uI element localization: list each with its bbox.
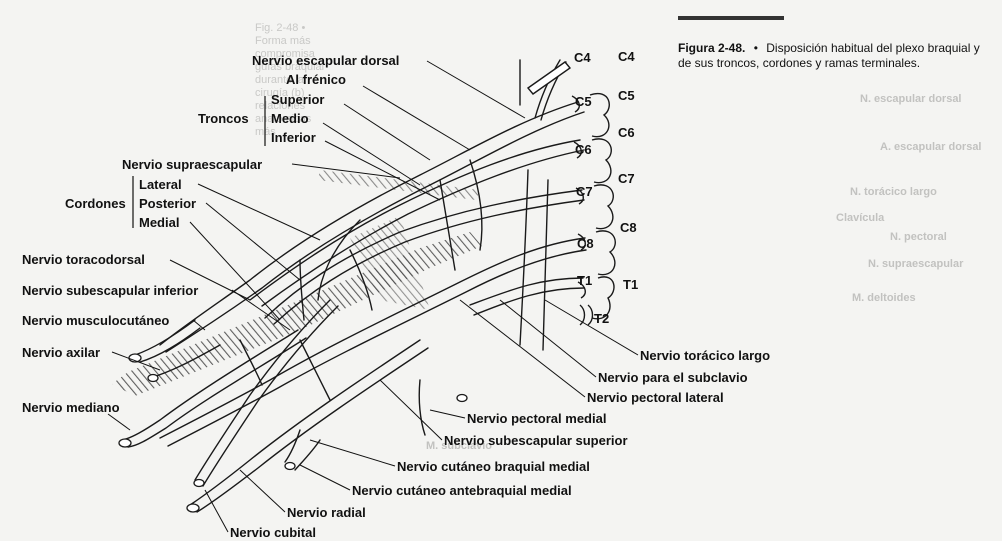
label-pectoral-lateral: Nervio pectoral lateral [587, 390, 724, 405]
label-toracico-largo: Nervio torácico largo [640, 348, 770, 363]
caption-bullet: • [754, 41, 758, 55]
label-cord-lateral: Lateral [139, 177, 182, 192]
label-frenico: Al frénico [286, 72, 346, 87]
caption-rule [678, 16, 784, 20]
root-label-c8: C8 [620, 220, 637, 235]
label-musculocutaneo: Nervio musculocutáneo [22, 313, 169, 328]
label-trunk-medio: Medio [271, 111, 309, 126]
label-subclavio: Nervio para el subclavio [598, 370, 748, 385]
label-cutaneo-braquial: Nervio cutáneo braquial medial [397, 459, 590, 474]
root-inner-label-c5: C5 [575, 94, 592, 109]
label-escapular-dorsal: Nervio escapular dorsal [252, 53, 399, 68]
label-cord-medial: Medial [139, 215, 179, 230]
root-label-c5: C5 [618, 88, 635, 103]
root-label-t1: T1 [623, 277, 638, 292]
figure-caption: Figura 2-48. • Disposición habitual del … [678, 41, 983, 71]
root-label-c6: C6 [618, 125, 635, 140]
label-cord-posterior: Posterior [139, 196, 196, 211]
label-cutaneo-antebraquial: Nervio cutáneo antebraquial medial [352, 483, 572, 498]
label-trunk-superior: Superior [271, 92, 324, 107]
label-cordones: Cordones [65, 196, 126, 211]
root-inner-label-c4: C4 [574, 50, 591, 65]
label-subescapular-superior: Nervio subescapular superior [444, 433, 628, 448]
label-radial: Nervio radial [287, 505, 366, 520]
label-supraescapular: Nervio supraescapular [122, 157, 262, 172]
c4-stub [528, 62, 570, 94]
label-toracodorsal: Nervio toracodorsal [22, 252, 145, 267]
label-axilar: Nervio axilar [22, 345, 100, 360]
root-inner-label-c7: C7 [576, 184, 593, 199]
root-label-c7: C7 [618, 171, 635, 186]
vertebral-roots [572, 94, 615, 325]
figure-number: Figura 2-48. [678, 41, 745, 55]
label-trunk-inferior: Inferior [271, 130, 316, 145]
root-label-c4: C4 [618, 49, 635, 64]
label-cubital: Nervio cubital [230, 525, 316, 540]
label-mediano: Nervio mediano [22, 400, 120, 415]
label-troncos: Troncos [198, 111, 249, 126]
root-inner-label-t1: T1 [577, 273, 592, 288]
label-subescapular-inferior: Nervio subescapular inferior [22, 283, 198, 298]
root-inner-label-c6: C6 [575, 142, 592, 157]
label-pectoral-medial: Nervio pectoral medial [467, 411, 606, 426]
root-inner-label-c8: C8 [577, 236, 594, 251]
root-label-t2: T2 [594, 311, 609, 326]
